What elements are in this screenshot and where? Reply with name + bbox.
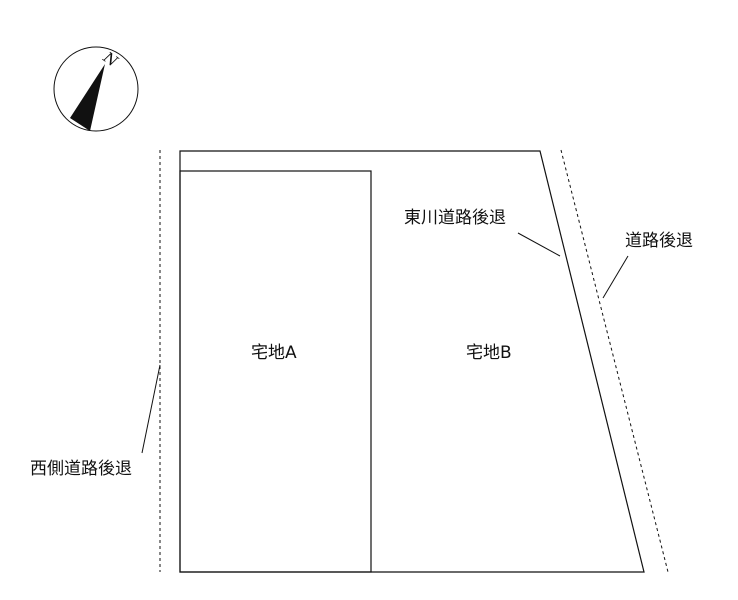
lot-a-label: 宅地A bbox=[251, 343, 297, 363]
west-setback-leader bbox=[141, 364, 161, 454]
east-river-setback-leader bbox=[517, 232, 561, 257]
lot-a-boundary bbox=[179, 170, 372, 573]
east-setback-line bbox=[560, 149, 669, 573]
east-river-setback-label: 東川道路後退 bbox=[404, 208, 506, 228]
north-label: N bbox=[99, 48, 122, 71]
road-setback-leader bbox=[602, 255, 629, 299]
compass-circle bbox=[53, 46, 139, 132]
north-arrow-icon: N bbox=[53, 46, 139, 132]
lot-b-label: 宅地B bbox=[466, 343, 512, 363]
north-pointer bbox=[70, 64, 105, 131]
road-setback-label: 道路後退 bbox=[625, 231, 693, 251]
west-setback-label: 西側道路後退 bbox=[30, 459, 132, 479]
